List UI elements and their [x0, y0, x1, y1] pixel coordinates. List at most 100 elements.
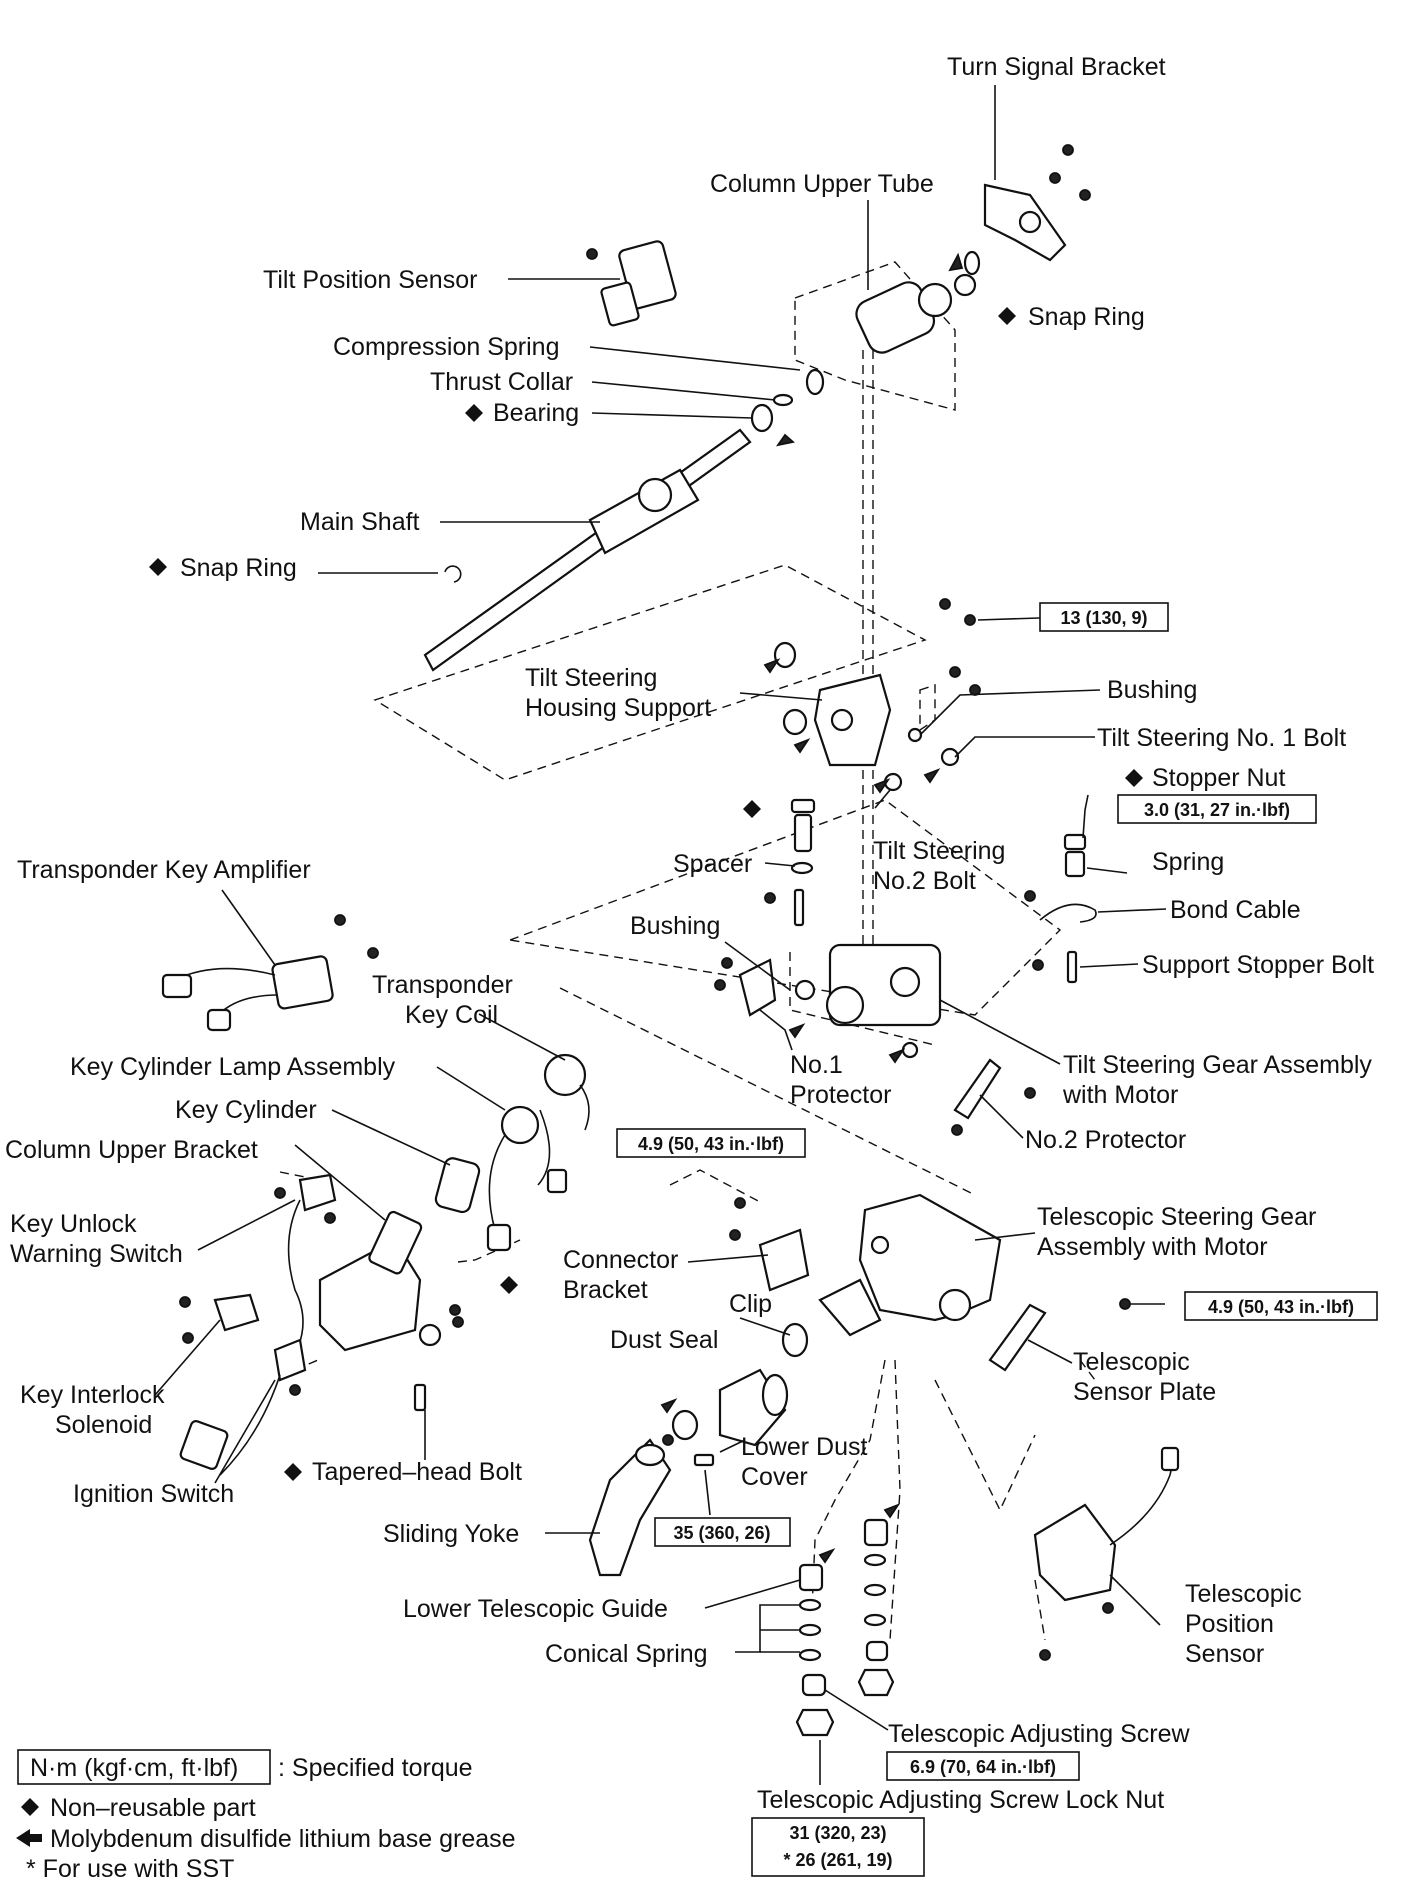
legend-sst: * For use with SST — [26, 1855, 234, 1882]
tilt-housing-support-part — [773, 598, 981, 792]
label-key-interlock-2: Solenoid — [55, 1411, 152, 1439]
sensor-plate-bolt-part — [1119, 1298, 1131, 1310]
sliding-yoke-part — [588, 1434, 715, 1577]
label-tilt-housing-support-2: Housing Support — [525, 694, 711, 722]
diamond-snap-ring-lower — [149, 558, 167, 576]
label-transponder-coil-2: Key Coil — [405, 1001, 498, 1029]
torque-sliding-yoke: 35 (360, 26) — [673, 1523, 770, 1543]
label-lower-dust-cover-2: Cover — [741, 1463, 808, 1491]
leader-lines — [154, 85, 1167, 1785]
label-main-shaft: Main Shaft — [300, 508, 420, 536]
legend-grease-arrow-icon — [16, 1829, 42, 1847]
label-key-interlock-1: Key Interlock — [20, 1381, 165, 1409]
label-tilt-no2-bolt-2: No.2 Bolt — [873, 867, 976, 895]
diamond-tapered-bolt — [284, 1463, 302, 1481]
clip-seal-cover-parts — [671, 1322, 809, 1447]
torque-box-adj-screw — [886, 1751, 1080, 1781]
torque-box-sliding-yoke — [654, 1517, 791, 1547]
diamond-spacer-bolt — [743, 800, 761, 818]
part-drawings — [161, 144, 1180, 1737]
label-telescopic-sensor-plate-1: Telescopic — [1073, 1348, 1190, 1376]
legend-torque-box — [17, 1749, 271, 1785]
label-connector-bracket-1: Connector — [563, 1246, 678, 1274]
label-telescopic-adj-screw: Telescopic Adjusting Screw — [888, 1720, 1190, 1748]
telescopic-gear-part — [729, 1193, 1002, 1337]
torque-lock-nut-2: * 26 (261, 19) — [783, 1850, 892, 1870]
label-compression-spring: Compression Spring — [333, 333, 560, 361]
label-snap-ring-upper: Snap Ring — [1028, 303, 1145, 331]
torque-boxes: 13 (130, 9) 3.0 (31, 27 in.·lbf) 4.9 (50… — [616, 602, 1378, 1877]
label-tilt-no1-bolt: Tilt Steering No. 1 Bolt — [1097, 724, 1346, 752]
telescopic-guide-screw-parts — [795, 1518, 895, 1737]
label-tilt-gear-2: with Motor — [1062, 1081, 1178, 1109]
label-transponder-coil-1: Transponder — [372, 971, 513, 999]
label-no1-protector-1: No.1 — [790, 1051, 843, 1079]
label-lower-dust-cover-1: Lower Dust — [741, 1433, 867, 1461]
label-key-cyl-lamp: Key Cylinder Lamp Assembly — [70, 1053, 396, 1081]
label-bushing-lower: Bushing — [630, 912, 720, 940]
diamond-ignition-area — [500, 1276, 518, 1294]
label-turn-signal-bracket: Turn Signal Bracket — [947, 53, 1166, 81]
label-tilt-position-sensor: Tilt Position Sensor — [263, 266, 477, 294]
turn-signal-bracket-part — [983, 144, 1091, 262]
non-reusable-markers — [149, 307, 1143, 1481]
label-column-upper-tube: Column Upper Tube — [710, 170, 934, 198]
column-upper-tube-part — [855, 250, 981, 354]
grease-arrows — [660, 252, 964, 1564]
label-telescopic-gear-1: Telescopic Steering Gear — [1037, 1203, 1316, 1231]
label-tilt-no2-bolt-1: Tilt Steering — [873, 837, 1005, 865]
spring-collar-bearing-parts — [750, 368, 825, 433]
legend-diamond-icon — [21, 1798, 39, 1816]
telescopic-sensor-plate-part — [988, 1303, 1047, 1372]
torque-adj-screw: 6.9 (70, 64 in.·lbf) — [910, 1757, 1056, 1777]
spacer-spring-parts — [764, 798, 1097, 984]
label-ignition-switch: Ignition Switch — [73, 1480, 234, 1508]
label-tilt-housing-support-1: Tilt Steering — [525, 664, 657, 692]
label-tilt-gear-1: Tilt Steering Gear Assembly — [1063, 1051, 1372, 1079]
torque-sensor-plate: 4.9 (50, 43 in.·lbf) — [1208, 1297, 1354, 1317]
label-telescopic-pos-sensor-1: Telescopic — [1185, 1580, 1302, 1608]
label-bond-cable: Bond Cable — [1170, 896, 1301, 924]
label-conical-spring: Conical Spring — [545, 1640, 708, 1668]
label-no2-protector: No.2 Protector — [1025, 1126, 1186, 1154]
label-tapered-bolt: Tapered–head Bolt — [312, 1458, 522, 1486]
label-telescopic-sensor-plate-2: Sensor Plate — [1073, 1378, 1216, 1406]
label-spacer: Spacer — [673, 850, 752, 878]
label-key-unlock-2: Warning Switch — [10, 1240, 183, 1268]
label-snap-ring-lower: Snap Ring — [180, 554, 297, 582]
torque-connector-bracket: 4.9 (50, 43 in.·lbf) — [638, 1134, 784, 1154]
label-no1-protector-2: Protector — [790, 1081, 891, 1109]
part-labels: Turn Signal Bracket Column Upper Tube Ti… — [5, 53, 1374, 1814]
legend: N·m (kgf·cm, ft·lbf) : Specified torque … — [16, 1749, 516, 1882]
label-connector-bracket-2: Bracket — [563, 1276, 648, 1304]
torque-box-housing-support — [1039, 602, 1169, 632]
transponder-amplifier-part — [161, 914, 379, 1032]
label-thrust-collar: Thrust Collar — [430, 368, 573, 396]
legend-non-reusable: Non–reusable part — [50, 1794, 256, 1822]
diamond-snap-ring-upper — [998, 307, 1016, 325]
label-sliding-yoke: Sliding Yoke — [383, 1520, 519, 1548]
tilt-position-sensor-part — [586, 240, 677, 327]
label-lower-telescopic-guide: Lower Telescopic Guide — [403, 1595, 668, 1623]
diamond-stopper-nut — [1125, 769, 1143, 787]
torque-box-sensor-plate — [1184, 1291, 1378, 1321]
torque-box-lock-nut — [751, 1817, 925, 1877]
label-telescopic-gear-2: Assembly with Motor — [1037, 1233, 1268, 1261]
label-telescopic-pos-sensor-2: Position — [1185, 1610, 1274, 1638]
torque-housing-support: 13 (130, 9) — [1060, 608, 1147, 628]
torque-stopper-nut: 3.0 (31, 27 in.·lbf) — [1144, 800, 1290, 820]
label-telescopic-lock-nut: Telescopic Adjusting Screw Lock Nut — [757, 1786, 1164, 1814]
label-key-cylinder: Key Cylinder — [175, 1096, 317, 1124]
label-bearing: Bearing — [493, 399, 579, 427]
label-transponder-amp: Transponder Key Amplifier — [17, 856, 311, 884]
label-column-upper-bracket: Column Upper Bracket — [5, 1136, 258, 1164]
assembly-outlines — [279, 261, 1096, 1641]
label-key-unlock-1: Key Unlock — [10, 1210, 137, 1238]
diamond-bearing — [465, 404, 483, 422]
legend-torque-desc: : Specified torque — [278, 1754, 473, 1782]
label-spring: Spring — [1152, 848, 1224, 876]
label-clip: Clip — [729, 1290, 772, 1318]
label-telescopic-pos-sensor-3: Sensor — [1185, 1640, 1264, 1668]
